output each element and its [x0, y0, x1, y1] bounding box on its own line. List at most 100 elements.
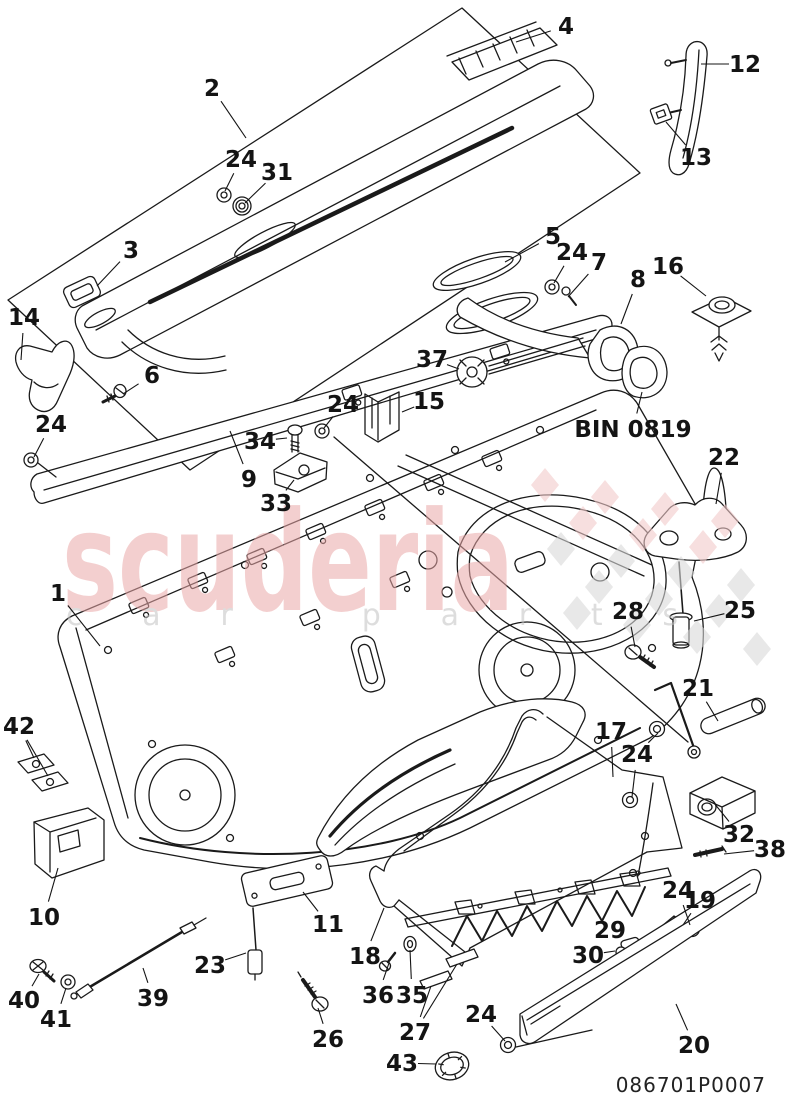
part-21-pull-bar — [653, 681, 766, 759]
part-label-25: 25 — [724, 598, 756, 624]
part-label-24: 24 — [35, 412, 67, 438]
part-16-press-clip — [691, 296, 752, 362]
leader-line-35 — [409, 949, 412, 980]
part-37-fastener-disc — [456, 337, 586, 388]
part-20-sill-strip — [519, 868, 762, 1045]
part-32-spacer-block — [689, 776, 756, 830]
part-label-37: 37 — [416, 347, 448, 373]
part-24-grommet-duct — [544, 279, 560, 295]
part-label-28: 28 — [612, 599, 644, 625]
part-12-handle-trim — [661, 40, 708, 176]
part-label-43: 43 — [386, 1051, 418, 1077]
leader-line-4 — [515, 30, 551, 43]
leader-line-24 — [323, 416, 334, 429]
leader-line-19 — [682, 912, 692, 926]
part-label-24: 24 — [327, 392, 359, 418]
leader-line-11 — [302, 891, 319, 912]
part-label-8: 8 — [630, 267, 646, 293]
leader-line-27 — [419, 985, 432, 1018]
leader-line-17 — [611, 746, 614, 778]
part-label-16: 16 — [652, 254, 684, 280]
part-label-18: 18 — [349, 944, 381, 970]
part-label-1: 1 — [50, 581, 66, 607]
leader-line-bin-0819 — [636, 391, 643, 414]
diagram-line-art — [7, 7, 766, 1081]
part-label-19: 19 — [684, 888, 716, 914]
flag-checker-cell — [683, 620, 711, 654]
leader-line-31 — [244, 182, 266, 204]
leader-line-24 — [682, 904, 691, 926]
leader-line-22 — [715, 472, 722, 505]
leader-line-7 — [567, 273, 589, 298]
detail-box-outline — [7, 7, 641, 471]
leader-line-8 — [620, 293, 633, 325]
part-24-grommet-top — [216, 187, 232, 203]
leader-line-13 — [665, 121, 687, 146]
part-27-gasket-strips — [419, 948, 479, 990]
leader-line-14 — [20, 332, 24, 361]
part-label-40: 40 — [8, 988, 40, 1014]
flag-checker-cell — [727, 568, 755, 602]
part-4-vent-grille — [446, 21, 558, 81]
part-label-10: 10 — [28, 905, 60, 931]
part-label-20: 20 — [678, 1033, 710, 1059]
flag-checker-cell — [531, 468, 559, 502]
part-43-spoked-disc — [434, 1051, 470, 1081]
leader-line-9 — [229, 430, 244, 465]
flag-checker-cell — [585, 570, 613, 604]
flag-checker-cell — [645, 582, 673, 616]
part-label-22: 22 — [708, 445, 740, 471]
leader-line-26 — [317, 1007, 324, 1024]
document-code: 086701P0007 — [616, 1073, 766, 1097]
part-38-pin — [693, 845, 727, 858]
leader-line-1 — [67, 605, 101, 647]
part-label-14: 14 — [8, 305, 40, 331]
part-18-pocket-trim — [316, 698, 586, 857]
leader-line-25 — [693, 613, 725, 622]
part-label-31: 31 — [261, 160, 293, 186]
part-label-26: 26 — [312, 1027, 344, 1053]
assembly-pointer-lines — [333, 436, 689, 743]
leader-line-32 — [713, 802, 730, 822]
part-24-nut-mid — [314, 423, 330, 439]
flag-checker-cell — [689, 530, 717, 564]
part-label-24: 24 — [621, 742, 653, 768]
part-11-mounting-plate — [240, 855, 334, 907]
flag-checker-cell — [651, 492, 679, 526]
part-15-retainer-bracket — [364, 391, 400, 443]
part-label-15: 15 — [413, 389, 445, 415]
part-2-upper-trim-rail — [74, 59, 595, 374]
part-label-27: 27 — [399, 1020, 431, 1046]
leader-line-40 — [31, 973, 40, 987]
part-24-nut-tray — [621, 791, 639, 809]
flag-checker-cell — [547, 532, 575, 566]
part-23-expansion-pin — [247, 907, 263, 981]
flag-checker-cell — [743, 632, 771, 666]
watermark-brand: scuderia — [62, 482, 514, 643]
leader-line-24 — [553, 265, 565, 284]
part-label-17: 17 — [595, 719, 627, 745]
part-34-screw — [287, 424, 303, 453]
part-label-24: 24 — [556, 240, 588, 266]
part-14-end-cap — [14, 340, 75, 413]
part-42-clip-pads — [17, 753, 69, 792]
part-label-13: 13 — [680, 145, 712, 171]
leader-line-20 — [675, 1003, 689, 1031]
part-label-29: 29 — [594, 918, 626, 944]
leader-line-24 — [631, 769, 636, 798]
flag-checker-cell — [667, 556, 695, 590]
flag-checker-cell — [569, 506, 597, 540]
part-label-9: 9 — [241, 467, 257, 493]
part-label-33: 33 — [260, 491, 292, 517]
leader-line-42 — [25, 740, 35, 759]
part-label-7: 7 — [591, 250, 607, 276]
leader-line-33 — [285, 479, 295, 491]
part-label-24: 24 — [662, 878, 694, 904]
leader-line-38 — [723, 850, 755, 855]
part-label-2: 2 — [204, 76, 220, 102]
leader-line-36 — [382, 962, 390, 981]
flag-checker-cell — [607, 544, 635, 578]
leader-line-24 — [224, 173, 235, 192]
